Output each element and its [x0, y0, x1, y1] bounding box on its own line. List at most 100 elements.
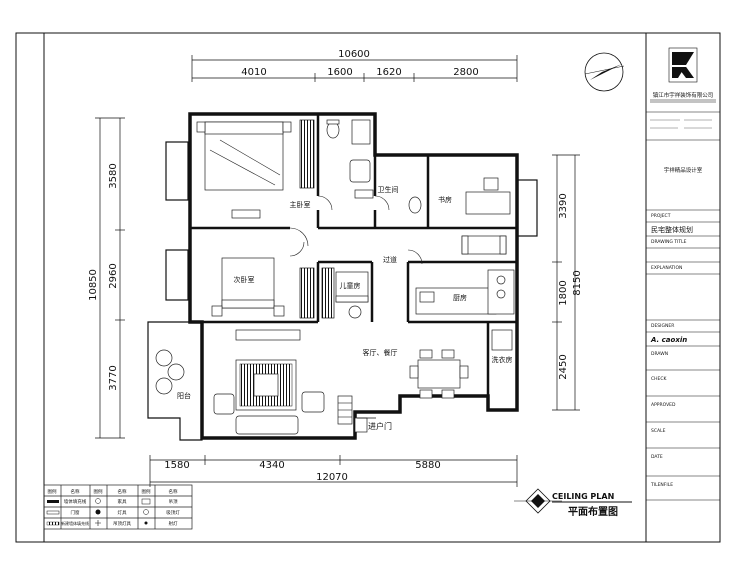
legend-name-1-3: 吊顶	[169, 499, 178, 505]
label-scale: SCALE	[651, 428, 666, 434]
plan-title-en: CEILING PLAN	[552, 492, 614, 501]
child-bed	[335, 271, 369, 319]
kitchen-counter	[415, 269, 515, 315]
living-room-furniture	[213, 329, 325, 435]
left-dimensions: 3580 2960 3770 10850	[88, 117, 125, 439]
entrance-steps	[337, 395, 368, 433]
dim-left-total: 10850	[88, 269, 99, 301]
room-label-child: 儿童房	[340, 281, 361, 290]
plan-title-emblem-icon	[514, 488, 562, 514]
dining-set	[409, 349, 469, 399]
title-notes	[650, 119, 712, 129]
legend-ceiling-icon	[141, 498, 151, 505]
dim-bottom-total: 12070	[316, 472, 348, 483]
legend-header-2: 名称	[71, 488, 80, 495]
legend-header-3: 图例	[94, 488, 103, 495]
dim-bottom-seg-2: 4340	[259, 460, 284, 471]
label-date: DATE	[651, 454, 663, 460]
legend-name-3-1: 新建墙体填充线	[61, 520, 89, 526]
room-label-second: 次卧室	[234, 275, 255, 284]
bathroom-fixtures	[326, 119, 422, 214]
legend-downlight-icon	[143, 509, 149, 515]
label-designer: DESIGNER	[651, 323, 674, 329]
legend-header-5: 图例	[142, 488, 151, 495]
label-check: CHECK	[651, 376, 668, 382]
interior-walls	[190, 114, 517, 438]
label-approved: APPROVED	[651, 402, 676, 408]
company-logo-icon	[668, 47, 698, 83]
dim-left-seg-2: 2960	[108, 263, 119, 288]
right-dimensions: 3390 1800 2450 8150	[552, 154, 583, 411]
room-label-master: 主卧室	[290, 200, 311, 209]
dim-left-seg-1: 3580	[108, 163, 119, 188]
legend-wall-fill-icon	[47, 500, 59, 503]
floor-plan: 主卧室 卫生间 书房 过道 次卧室 儿童房 厨房 客厅、餐厅 阳台 洗衣房 进户…	[147, 112, 538, 441]
legend-spotlight-icon	[144, 521, 148, 525]
compass-icon	[584, 52, 625, 92]
dim-bottom-seg-3: 5880	[415, 460, 440, 471]
room-label-entrance: 进户门	[368, 421, 392, 431]
legend-new-wall-icon	[46, 521, 60, 526]
room-label-study: 书房	[438, 195, 452, 204]
legend-door-window-icon	[46, 510, 60, 515]
dim-top-seg-3: 1620	[376, 67, 401, 78]
study-furniture	[461, 177, 511, 255]
bay-window-second	[165, 249, 189, 301]
label-project: PROJECT	[651, 213, 671, 219]
plan-title-zh: 平面布置图	[568, 505, 618, 518]
legend-name-3-2: 吊顶灯具	[113, 520, 131, 527]
tv-cabinet-master	[231, 209, 261, 219]
room-label-living: 客厅、餐厅	[363, 348, 398, 357]
dim-top-seg-1: 4010	[241, 67, 266, 78]
dim-right-seg-2: 1800	[558, 280, 569, 305]
inner-frame	[43, 32, 721, 543]
legend-name-1-2: 家具	[118, 498, 127, 505]
door-swings	[289, 195, 423, 265]
dim-bottom-seg-1: 1580	[164, 460, 189, 471]
company-name: 镇江市宇祥装饰有限公司	[653, 91, 714, 99]
label-drawing-title: DRAWING TITLE	[651, 239, 687, 245]
legend-name-2-3: 吸顶灯	[166, 509, 180, 516]
master-bed	[196, 121, 292, 191]
bottom-dimensions: 1580 4340 5880 12070	[149, 455, 518, 487]
room-label-bathroom: 卫生间	[378, 185, 399, 194]
title-block: 镇江市宇祥装饰有限公司 宇祥精品设计室 PROJECT 民宅整体规划 DRAWI…	[645, 33, 720, 542]
legend-lamp-icon	[95, 509, 101, 515]
legend-ceiling-lamp-icon	[95, 520, 101, 526]
room-label-balcony: 阳台	[177, 391, 191, 400]
top-dimensions: 10600 4010 1600 1620 2800	[191, 49, 518, 82]
legend-header-4: 名称	[118, 488, 127, 495]
legend-name-1-1: 墙体填充线	[64, 498, 87, 505]
dim-top-seg-2: 1600	[327, 67, 352, 78]
legend-name-2-2: 灯具	[118, 509, 127, 516]
balcony-furniture	[155, 349, 185, 395]
dim-top-total: 10600	[338, 49, 370, 60]
balcony-area	[147, 321, 203, 441]
washing-machine	[491, 329, 513, 351]
room-label-laundry: 洗衣房	[492, 355, 513, 364]
room-label-corridor: 过道	[383, 255, 397, 264]
label-explanation: EXPLANATION	[651, 265, 682, 271]
wardrobe-second	[299, 267, 315, 319]
value-designer: A. caoxin	[650, 336, 687, 344]
legend-name-2-1: 门窗	[71, 509, 80, 516]
dim-right-total: 8150	[572, 270, 583, 295]
legend-header-6: 名称	[169, 488, 178, 495]
bay-window-study	[516, 179, 538, 237]
legend-furniture-icon	[95, 498, 101, 504]
dim-right-seg-1: 3390	[558, 193, 569, 218]
label-drawn: DRAWN	[651, 351, 668, 357]
dim-left-seg-3: 3770	[108, 365, 119, 390]
dim-top-seg-4: 2800	[453, 67, 478, 78]
value-project: 民宅整体规划	[651, 225, 693, 234]
legend-name-3-3: 射灯	[169, 520, 178, 527]
designer-studio: 宇祥精品设计室	[664, 166, 703, 174]
second-bed	[211, 257, 285, 317]
bay-window-master	[165, 141, 189, 201]
room-label-kitchen: 厨房	[453, 293, 467, 302]
legend-header-1: 图例	[48, 488, 57, 495]
wardrobe-master	[299, 119, 315, 189]
label-tilenfile: TILENFILE	[650, 482, 673, 488]
wardrobe-child	[321, 267, 335, 319]
